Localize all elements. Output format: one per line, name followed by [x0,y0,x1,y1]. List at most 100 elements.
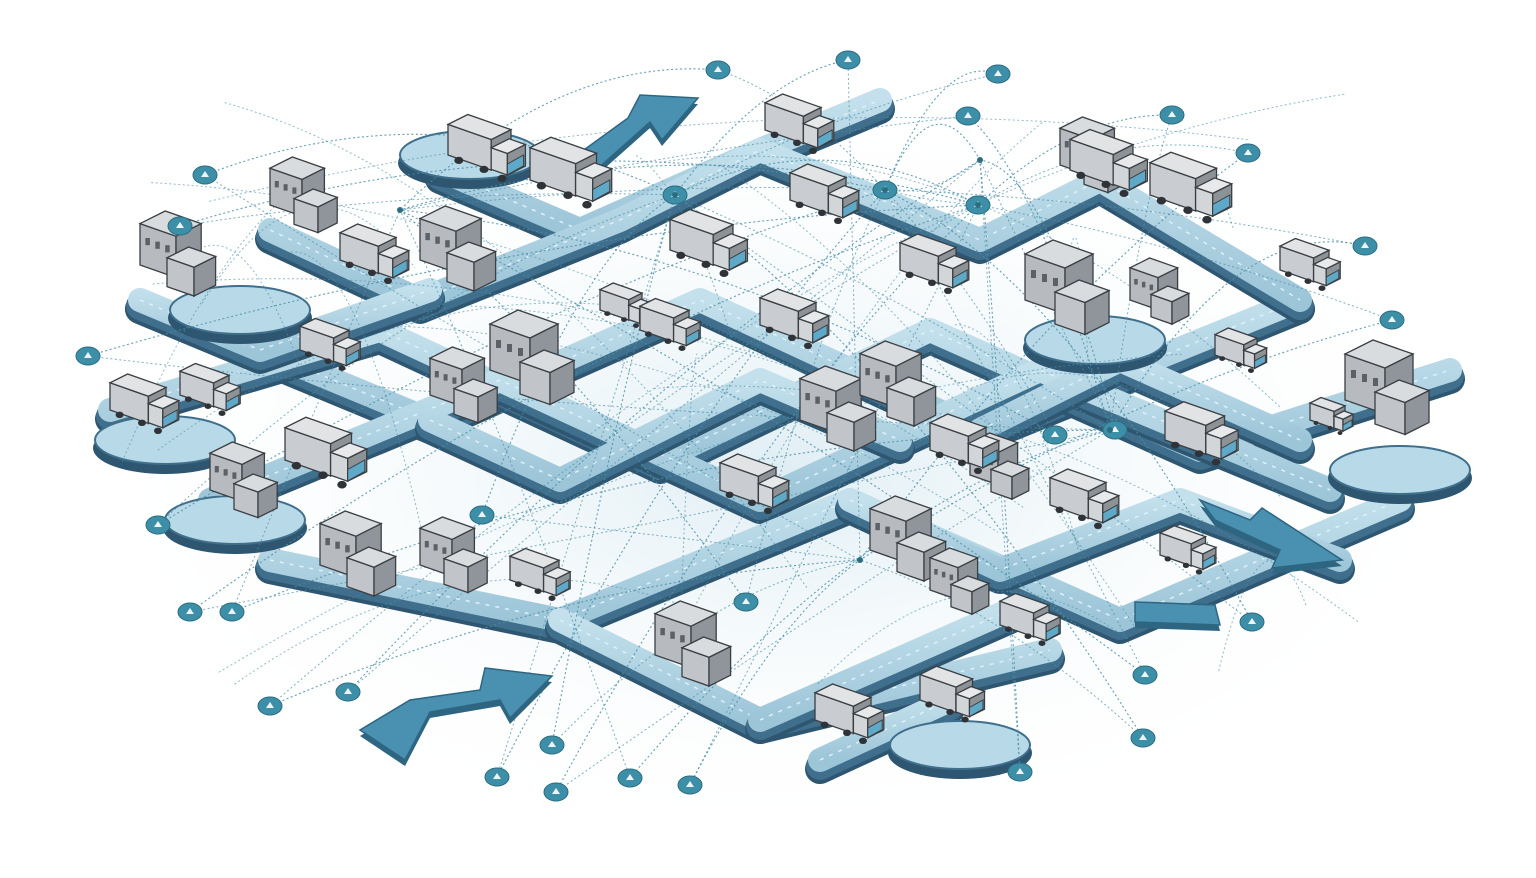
connection-line [269,204,979,707]
connection-line [399,209,1056,436]
wheel [1337,431,1343,435]
building-window [496,340,501,348]
building-window [292,187,297,194]
cab-window [1254,354,1266,370]
warehouse-icon [1343,339,1431,436]
wheel [946,709,954,715]
building-window [670,631,675,639]
building-window [433,544,438,551]
wheel [748,499,756,506]
delivery-truck-icon [1308,396,1355,435]
cab-window [592,179,611,202]
connection-line [189,204,979,613]
wheel [1236,362,1242,367]
building-window [1031,270,1036,278]
cab-window [506,154,525,176]
connection-line [399,209,1146,676]
building-window [442,547,447,554]
connection-line [399,68,719,211]
delivery-truck-icon [638,297,702,352]
wheel [974,467,982,474]
warehouse-icon [418,516,489,594]
building-window [335,541,340,549]
wheel [1164,556,1172,562]
wheel [1284,271,1292,278]
connection-line [847,59,861,561]
connection-line [884,123,981,191]
direction-arrow-icon [358,667,554,766]
wheel [1094,522,1102,529]
building-window [1362,374,1367,382]
location-node-icon [835,50,861,70]
wheel [621,317,627,322]
wheel [795,201,804,208]
cab-window [867,719,883,739]
building-window [274,181,279,188]
warehouse-icon [488,309,576,406]
building-window [885,526,890,534]
delivery-truck-icon [813,683,886,744]
connection-line [977,204,1393,321]
wheel [204,403,212,410]
cab-window [812,324,828,344]
connection-line [496,189,886,778]
location-node-icon [985,64,1011,84]
wheel [184,396,192,403]
platform-top [889,720,1031,770]
building-window [1141,281,1146,288]
location-node-icon [1130,728,1156,748]
connection-line [399,209,631,779]
delivery-truck-icon [108,373,181,434]
building-window [155,241,160,249]
wheel [664,338,672,345]
wheel [582,200,592,209]
cab-window [1342,419,1353,432]
warehouse-icon [418,205,498,293]
delivery-truck-icon [298,317,362,372]
building-window [283,184,288,191]
connection-line [496,194,676,778]
warehouse-icon [928,547,991,616]
cab-window [685,329,700,347]
wheel [497,174,507,182]
delivery-truck-icon [446,113,528,182]
connection-line [157,302,683,451]
wheel [1327,426,1333,430]
direction-arrow-icon [1197,498,1345,574]
building-window [1351,370,1356,378]
wheel [644,331,652,338]
delivery-truck-icon [1163,401,1240,466]
delivery-truck-icon [1068,128,1150,197]
hub-dot [1107,427,1113,433]
connection-line [817,591,1129,685]
cab-window [817,129,833,149]
delivery-truck-icon [998,592,1062,646]
cab-window [952,269,968,289]
cab-window [969,699,984,718]
warehouse-icon [268,156,339,234]
location-node-icon [145,515,171,535]
wheel [318,471,328,480]
wheel [454,156,464,164]
location-node-icon [1132,665,1158,685]
building-window [345,545,350,553]
wheel [765,326,774,333]
connection-line [689,559,861,786]
wheel [928,279,936,286]
cab-window [728,249,747,271]
cab-window [1325,269,1340,287]
road-surface [748,598,1022,732]
wheel [514,581,522,587]
cab-window [162,409,178,429]
connection-line [687,120,1045,620]
wheel [1194,450,1204,457]
platform-top [1329,445,1471,495]
connection-line [674,73,999,196]
location-node-icon [335,682,361,702]
warehouse-icon [318,510,398,598]
hub-dot [857,557,863,563]
cab-window [1202,554,1216,571]
delivery-truck-icon [1213,327,1269,373]
connection-line [551,194,676,746]
